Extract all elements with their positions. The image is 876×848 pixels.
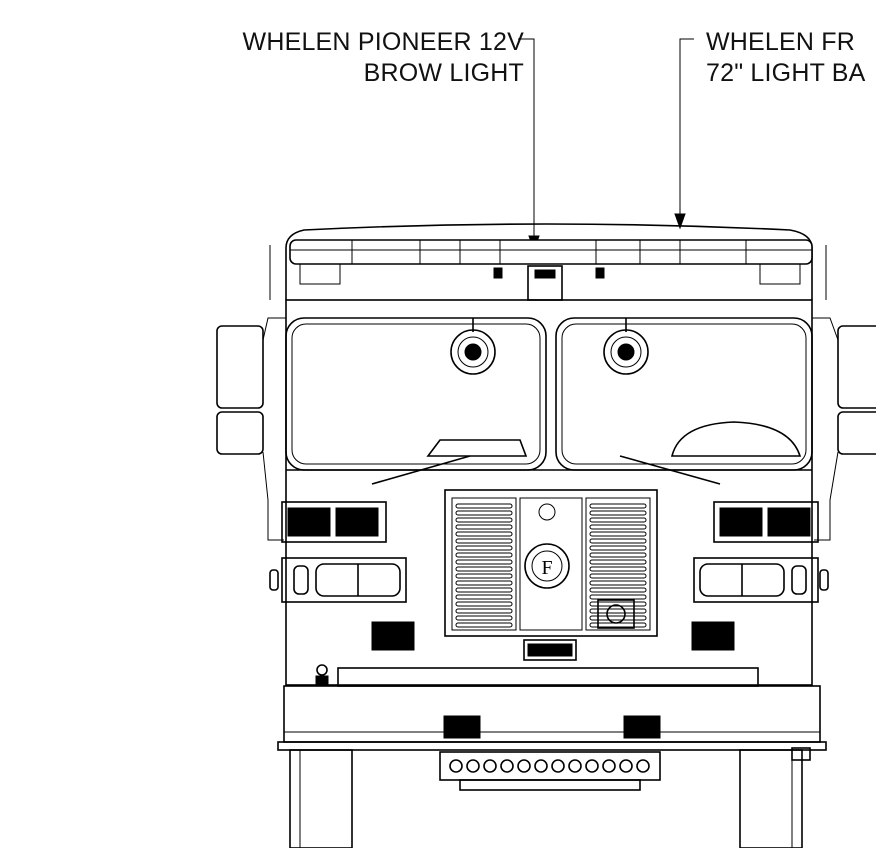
- grille-slat: [589, 531, 647, 537]
- vent-hole: [602, 759, 616, 773]
- headlights-right: [693, 557, 819, 603]
- grille-slat: [589, 587, 647, 593]
- grille-slat: [455, 503, 513, 509]
- vent-hole: [466, 759, 480, 773]
- turn-signal-left: [371, 621, 415, 651]
- grille-slat: [455, 538, 513, 544]
- grille-slat: [589, 573, 647, 579]
- upper-lamps-right: [713, 501, 819, 543]
- front-bumper: [277, 664, 827, 751]
- vent-hole: [500, 759, 514, 773]
- callout-brow-light-line2: BROW LIGHT: [363, 59, 524, 87]
- light-bar: [289, 239, 813, 285]
- grille-slat: [455, 594, 513, 600]
- vent-hole: [636, 759, 650, 773]
- grille-slat: [455, 517, 513, 523]
- vent-hole: [534, 759, 548, 773]
- grille-slat: [589, 580, 647, 586]
- grille-slat: [455, 566, 513, 572]
- grille-slat: [589, 608, 647, 614]
- leader-line-light-bar: [674, 38, 694, 230]
- windshield-right: [555, 317, 813, 471]
- windshield-left: [285, 317, 547, 471]
- grille: F: [444, 489, 658, 637]
- grille-badge: [524, 543, 570, 589]
- callout-brow-light: WHELEN PIONEER 12V BROW LIGHT: [243, 27, 524, 89]
- grille-slat: [455, 559, 513, 565]
- grille-slat: [589, 517, 647, 523]
- callout-light-bar: WHELEN FR 72" LIGHT BA: [706, 27, 866, 89]
- grille-slat: [455, 580, 513, 586]
- tire-left: [289, 749, 353, 848]
- grille-slat: [589, 566, 647, 572]
- grille-slat: [589, 552, 647, 558]
- siren-speaker-right: [603, 318, 649, 375]
- grille-slat: [589, 503, 647, 509]
- grille-slat: [589, 538, 647, 544]
- tire-right: [739, 749, 803, 848]
- callout-brow-light-line1: WHELEN PIONEER 12V: [242, 28, 524, 56]
- grille-slat: [455, 552, 513, 558]
- vent-hole: [619, 759, 633, 773]
- grille-slat: [455, 587, 513, 593]
- grille-slat: [455, 573, 513, 579]
- mirror-right: [812, 317, 876, 541]
- turn-signal-right: [691, 621, 735, 651]
- upper-lamps-left: [281, 501, 387, 543]
- grille-slat: [589, 615, 647, 621]
- grille-slat: [455, 622, 513, 628]
- grille-slat: [455, 545, 513, 551]
- vent-hole: [568, 759, 582, 773]
- vent-hole: [517, 759, 531, 773]
- leader-line-brow-light: [518, 38, 540, 252]
- cab-roof: [285, 223, 813, 300]
- grille-slat: [589, 524, 647, 530]
- vent-hole: [551, 759, 565, 773]
- mirror-left: [216, 317, 286, 541]
- grille-slat: [455, 615, 513, 621]
- headlights-left: [281, 557, 407, 603]
- vent-hole: [483, 759, 497, 773]
- callout-light-bar-line1: WHELEN FR: [706, 28, 856, 56]
- grille-slat: [455, 608, 513, 614]
- grille-slat: [589, 510, 647, 516]
- grille-slat: [455, 531, 513, 537]
- grille-slat: [589, 545, 647, 551]
- bumper-vent: [439, 751, 661, 781]
- vent-hole: [585, 759, 599, 773]
- callout-light-bar-line2: 72" LIGHT BA: [706, 59, 866, 87]
- grille-slat: [589, 559, 647, 565]
- grille-slat: [455, 601, 513, 607]
- grille-slat: [455, 510, 513, 516]
- vent-hole: [449, 759, 463, 773]
- cab-front: [285, 299, 813, 686]
- grille-badge-letter: F: [541, 557, 552, 579]
- grille-slat: [455, 524, 513, 530]
- grille-slat: [589, 594, 647, 600]
- siren-speaker-left: [450, 318, 496, 375]
